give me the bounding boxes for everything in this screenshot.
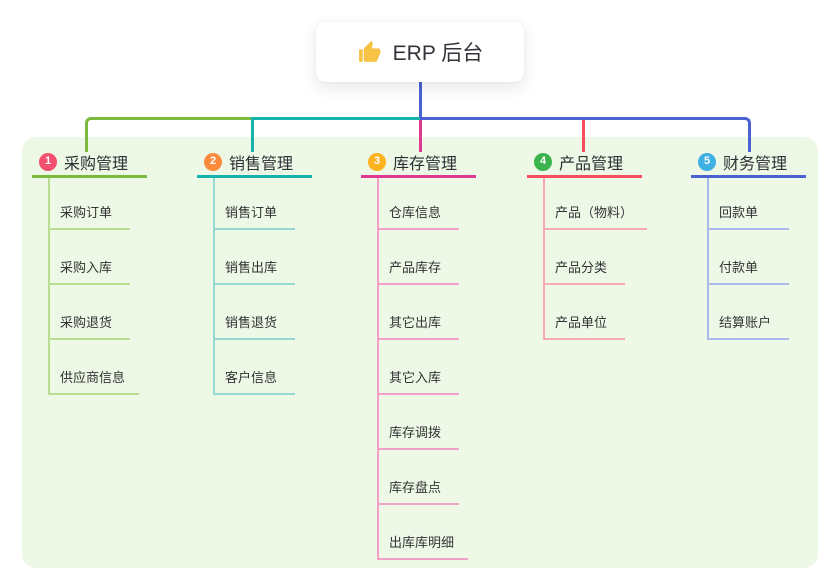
node-stock-taking[interactable]: 库存盘点 [379,450,459,505]
badge-3: 3 [368,152,386,171]
branch-product-items: 产品（物料） 产品分类 产品单位 [543,178,648,340]
node-outbound-detail[interactable]: 出库库明细 [379,505,469,560]
node-customer-info[interactable]: 客户信息 [215,340,295,395]
node-receipt-bill[interactable]: 回款单 [709,178,789,230]
branch-purchase-items: 采购订单 采购入库 采购退货 供应商信息 [48,178,140,395]
branch-sales-header[interactable]: 2 销售管理 [197,148,312,178]
node-product-stock[interactable]: 产品库存 [379,230,459,285]
connector-branch-3 [419,120,422,152]
badge-2: 2 [204,152,222,171]
node-product-category[interactable]: 产品分类 [545,230,625,285]
branch-sales-items: 销售订单 销售出库 销售退货 客户信息 [213,178,295,395]
branch-product-label: 产品管理 [559,155,624,173]
mindmap-background-panel [22,137,818,568]
node-purchase-return[interactable]: 采购退货 [50,285,130,340]
thumbs-up-icon [357,40,382,65]
branch-purchase-label: 采购管理 [64,155,129,173]
root-connector-line [419,82,422,120]
node-sales-order[interactable]: 销售订单 [215,178,295,230]
node-warehouse-info[interactable]: 仓库信息 [379,178,459,230]
root-node-title: ERP 后台 [392,42,484,65]
node-payment-bill[interactable]: 付款单 [709,230,789,285]
branch-finance-header[interactable]: 5 财务管理 [691,148,806,178]
connector-branch-2 [251,117,420,152]
badge-1: 1 [39,152,57,171]
branch-product: 4 产品管理 产品（物料） 产品分类 产品单位 [527,148,648,340]
connector-branch-1 [85,117,251,152]
node-purchase-inbound[interactable]: 采购入库 [50,230,130,285]
badge-4: 4 [534,152,552,171]
node-product-unit[interactable]: 产品单位 [545,285,625,340]
node-sales-outbound[interactable]: 销售出库 [215,230,295,285]
branch-inventory-label: 库存管理 [393,155,458,173]
branch-sales-label: 销售管理 [229,155,294,173]
branch-inventory-header[interactable]: 3 库存管理 [361,148,476,178]
branch-inventory-items: 仓库信息 产品库存 其它出库 其它入库 库存调拨 库存盘点 出库库明细 [377,178,469,560]
node-supplier-info[interactable]: 供应商信息 [50,340,140,395]
branch-inventory: 3 库存管理 仓库信息 产品库存 其它出库 其它入库 库存调拨 库存盘点 出库库… [361,148,479,560]
connector-branch-4 [582,120,585,152]
badge-5: 5 [698,152,716,171]
branch-product-header[interactable]: 4 产品管理 [527,148,642,178]
branch-finance-items: 回款单 付款单 结算账户 [707,178,789,340]
branch-purchase-header[interactable]: 1 采购管理 [32,148,147,178]
branch-finance-label: 财务管理 [723,155,788,173]
connector-branch-5 [420,117,751,152]
branch-finance: 5 财务管理 回款单 付款单 结算账户 [691,148,809,340]
node-other-inbound[interactable]: 其它入库 [379,340,459,395]
branch-sales: 2 销售管理 销售订单 销售出库 销售退货 客户信息 [197,148,315,395]
node-other-outbound[interactable]: 其它出库 [379,285,459,340]
node-settlement-account[interactable]: 结算账户 [709,285,789,340]
node-sales-return[interactable]: 销售退货 [215,285,295,340]
root-node-erp[interactable]: ERP 后台 [316,22,524,82]
node-purchase-order[interactable]: 采购订单 [50,178,130,230]
branch-purchase: 1 采购管理 采购订单 采购入库 采购退货 供应商信息 [32,148,150,395]
node-stock-transfer[interactable]: 库存调拨 [379,395,459,450]
node-product-material[interactable]: 产品（物料） [545,178,648,230]
